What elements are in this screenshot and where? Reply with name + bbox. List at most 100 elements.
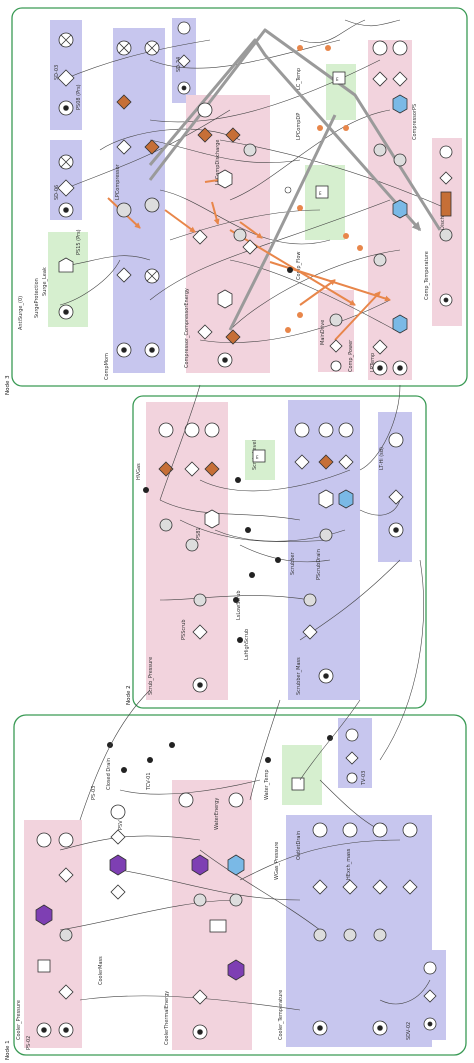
state-dot xyxy=(222,357,228,363)
label-lpcdp: LPCompDP xyxy=(296,113,302,140)
label-psv: PSV xyxy=(118,820,124,830)
label-antisurge: AntiSurge_(0) xyxy=(18,296,24,330)
decision-diamond-icon xyxy=(58,984,74,1000)
diamond-orange-icon xyxy=(318,454,334,470)
hatched-circle-icon xyxy=(193,893,207,907)
state-dot xyxy=(317,1025,323,1031)
hatched-circle-icon xyxy=(59,928,73,942)
state-dot xyxy=(397,365,403,371)
label-sd06: SD-06 xyxy=(54,185,60,200)
lane-green-right2 xyxy=(305,165,345,240)
node-3-lane-center-shapes xyxy=(192,102,258,368)
cross-mark xyxy=(146,42,158,54)
hatched-circle-icon xyxy=(116,202,132,218)
inter-node-links xyxy=(79,384,424,821)
hatched-circle-icon xyxy=(343,928,357,942)
label-compmom: CompMom xyxy=(104,353,110,380)
diamond-white-icon xyxy=(197,324,213,340)
label-wg-pressure: WGas_Pressure xyxy=(274,842,280,880)
hexagon-blue-icon xyxy=(227,854,245,876)
label-scrubber-mass: Scrubber_Mass xyxy=(296,657,302,695)
diamond-white-icon xyxy=(372,339,388,355)
node-2-title: Node 2 xyxy=(126,685,132,705)
node-3-lane-right-shapes: E E xyxy=(315,40,453,376)
decision-diamond-icon xyxy=(110,829,126,845)
svg-text:E: E xyxy=(256,455,259,460)
label-sd24: SD-24 xyxy=(176,57,182,72)
block-icon xyxy=(110,804,126,820)
label-tcv: TCV-01 xyxy=(146,772,152,791)
block-icon xyxy=(204,422,220,438)
event-box-icon xyxy=(315,185,329,199)
lane-pink-mid xyxy=(318,290,354,372)
diamond-white-icon xyxy=(116,139,132,155)
label-ls-high: LsHighScrub xyxy=(244,629,250,660)
block-icon xyxy=(197,102,213,118)
label-comp-ps: CompressorPS xyxy=(412,104,418,140)
label-ps-cool: PS-02 xyxy=(26,1036,32,1050)
node-1-frame xyxy=(13,714,467,1056)
label-surge-leak: Surge_Leak xyxy=(42,267,48,296)
state-dot xyxy=(323,673,329,679)
cross-mark xyxy=(146,270,158,282)
hatched-circle-icon xyxy=(319,528,333,542)
decision-diamond-icon xyxy=(177,54,191,68)
node-3-signal-dots xyxy=(284,45,363,333)
hatched-circle-icon xyxy=(393,153,407,167)
hexagon-white-icon xyxy=(217,289,233,309)
lane-pink-scrub xyxy=(146,402,228,700)
label-comp-power: Comp_Power xyxy=(348,339,354,372)
block-icon xyxy=(177,21,191,35)
label-ps-scrub: PSScrub xyxy=(181,619,187,640)
label-scrub-pressure: Scrub_Pressure xyxy=(148,657,154,695)
hatched-circle-icon xyxy=(243,143,257,157)
event-box-icon xyxy=(209,919,227,933)
diamond-orange-icon xyxy=(225,127,241,143)
hatched-circle-icon xyxy=(313,928,327,942)
diamond-orange-icon xyxy=(197,127,213,143)
diamond-orange-icon xyxy=(116,94,132,110)
label-surge-protection: SurgeProtection xyxy=(34,278,40,318)
svg-text:E: E xyxy=(336,77,339,82)
cross-mark xyxy=(118,42,130,54)
block-icon xyxy=(392,40,408,56)
lane-blue-cooler xyxy=(286,815,432,1047)
label-ps-water: PS-03 xyxy=(91,786,97,800)
state-dot xyxy=(63,1027,69,1033)
decision-diamond-icon xyxy=(302,624,318,640)
decision-diamond-icon xyxy=(372,879,388,895)
diamond-white-icon xyxy=(439,171,453,185)
label-comp-temperature: Comp_Temperature xyxy=(424,251,430,300)
label-sd03: SD-03 xyxy=(54,65,60,80)
diamond-orange-icon xyxy=(204,461,220,477)
label-hv-gas: HVGas xyxy=(136,463,142,480)
diamond-white-icon xyxy=(242,239,258,255)
lane-green-water xyxy=(282,745,322,805)
event-box-icon xyxy=(252,449,266,463)
state-dot xyxy=(393,527,399,533)
decision-diamond-icon xyxy=(402,879,418,895)
label-thermal-energy: CoolerThermalEnergy xyxy=(164,991,170,1045)
block-icon xyxy=(294,422,310,438)
block-icon xyxy=(338,422,354,438)
state-dot xyxy=(377,1025,383,1031)
state-dot xyxy=(197,1029,203,1035)
block-icon xyxy=(58,832,74,848)
hatched-circle-icon xyxy=(373,928,387,942)
label-ps08: PS08 (Prs) xyxy=(76,84,82,110)
block-icon xyxy=(342,822,358,838)
diamond-white-icon xyxy=(329,339,343,353)
diamond-orange-icon xyxy=(225,329,241,345)
lane-pink-thermal xyxy=(172,780,252,1050)
node-1-signal-dots xyxy=(107,735,333,773)
node-2-links xyxy=(159,469,401,641)
state-dot xyxy=(181,85,187,91)
event-box-icon xyxy=(37,959,51,973)
hexagon-purple-icon xyxy=(191,854,209,876)
node-2-shapes: E xyxy=(158,422,404,693)
node-1: Node 1 Cooler_Pressure CoolerMass PS-02 … xyxy=(5,714,467,1060)
label-hx: HExch_mass xyxy=(346,848,352,880)
node-2-frame xyxy=(132,395,427,709)
decision-diamond-icon xyxy=(192,624,208,640)
